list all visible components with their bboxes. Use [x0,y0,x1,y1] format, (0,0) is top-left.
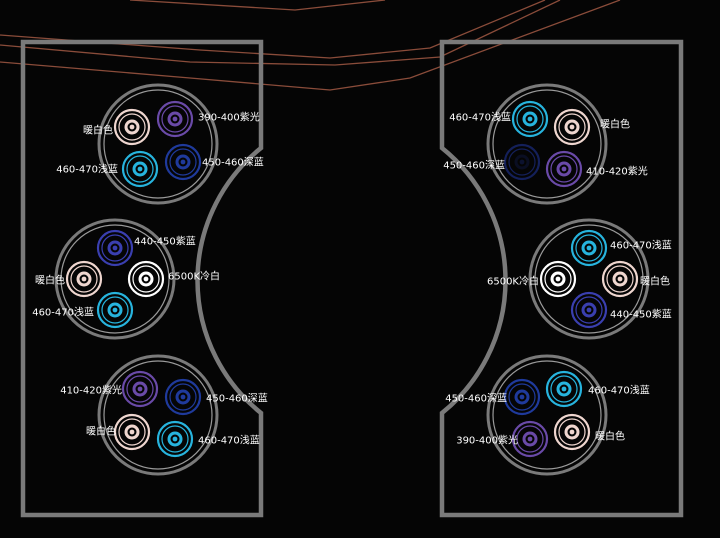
led-lb [96,291,134,329]
led-db [503,378,541,416]
led-label: 暖白色 [35,274,65,287]
led-label: 460-470浅蓝 [610,239,672,252]
led-db [164,143,202,181]
led-uv [156,100,194,138]
led-uv [511,420,549,458]
right-panel-outline [439,39,684,518]
led-label: 410-420紫光 [586,165,648,178]
led-label: 暖白色 [600,118,630,131]
led-label: 440-450紫蓝 [134,236,196,248]
pcb-trace [0,0,561,66]
cluster-ring [54,218,176,340]
led-lb [570,229,608,267]
cluster-ring [528,218,650,340]
led-warm [113,413,151,451]
led-rb [570,291,608,329]
led-warm [113,108,151,146]
led-label: 460-470浅蓝 [56,163,118,176]
right-cluster-1 [486,83,608,205]
cluster-inner-ring [492,360,602,470]
cluster-ring [486,354,608,476]
led-lb [121,150,159,188]
led-label: 390-400紫光 [198,111,260,124]
pcb-trace [0,0,621,91]
left-panel-outline [20,39,264,518]
board-outlines [20,39,684,518]
led-label: 450-460深蓝 [443,160,505,172]
led-label: 440-450紫蓝 [610,309,672,321]
cluster-ring [486,83,608,205]
led-label: 450-460深蓝 [445,393,507,405]
left-cluster-3 [97,354,219,476]
led-label: 暖白色 [83,124,113,137]
cluster-ring [97,354,219,476]
led-rb [96,229,134,267]
led-warm [65,260,103,298]
led-labels: 暖白色390-400紫光460-470浅蓝450-460深蓝440-450紫蓝暖… [32,111,672,447]
led-clusters [54,83,650,476]
pcb-trace [129,0,386,11]
led-label: 460-470浅蓝 [32,306,94,319]
right-cluster-3 [486,354,608,476]
led-label: 450-460深蓝 [206,393,268,405]
left-cluster-1 [97,83,219,205]
led-uv410 [545,150,583,188]
led-uv410 [121,370,159,408]
led-label: 460-470浅蓝 [588,384,650,397]
cluster-inner-ring [103,360,213,470]
led-label: 6500K冷白 [487,275,539,288]
led-label: 450-460深蓝 [202,157,264,169]
led-lb [545,370,583,408]
cluster-inner-ring [492,89,602,199]
led-label: 390-400紫光 [456,434,518,447]
cluster-inner-ring [534,224,644,334]
pcb-trace [0,0,546,59]
led-label: 410-420紫光 [60,384,122,397]
pcb-traces [0,0,621,91]
led-cw [539,260,577,298]
left-cluster-2 [54,218,176,340]
led-label: 460-470浅蓝 [449,111,511,124]
led-label: 暖白色 [640,275,670,288]
right-cluster-2 [528,218,650,340]
cluster-ring [97,83,219,205]
cluster-inner-ring [60,224,170,334]
led-db [164,378,202,416]
led-lb [511,100,549,138]
led-label: 460-470浅蓝 [198,434,260,447]
cluster-inner-ring [103,89,213,199]
led-warm [601,260,639,298]
led-label: 暖白色 [86,425,116,438]
led-cw [127,260,165,298]
led-label: 暖白色 [595,430,625,443]
led-warm [553,413,591,451]
led-lb [156,420,194,458]
led-label: 6500K冷白 [168,270,220,283]
led-warm [553,108,591,146]
led-faint [503,143,541,181]
